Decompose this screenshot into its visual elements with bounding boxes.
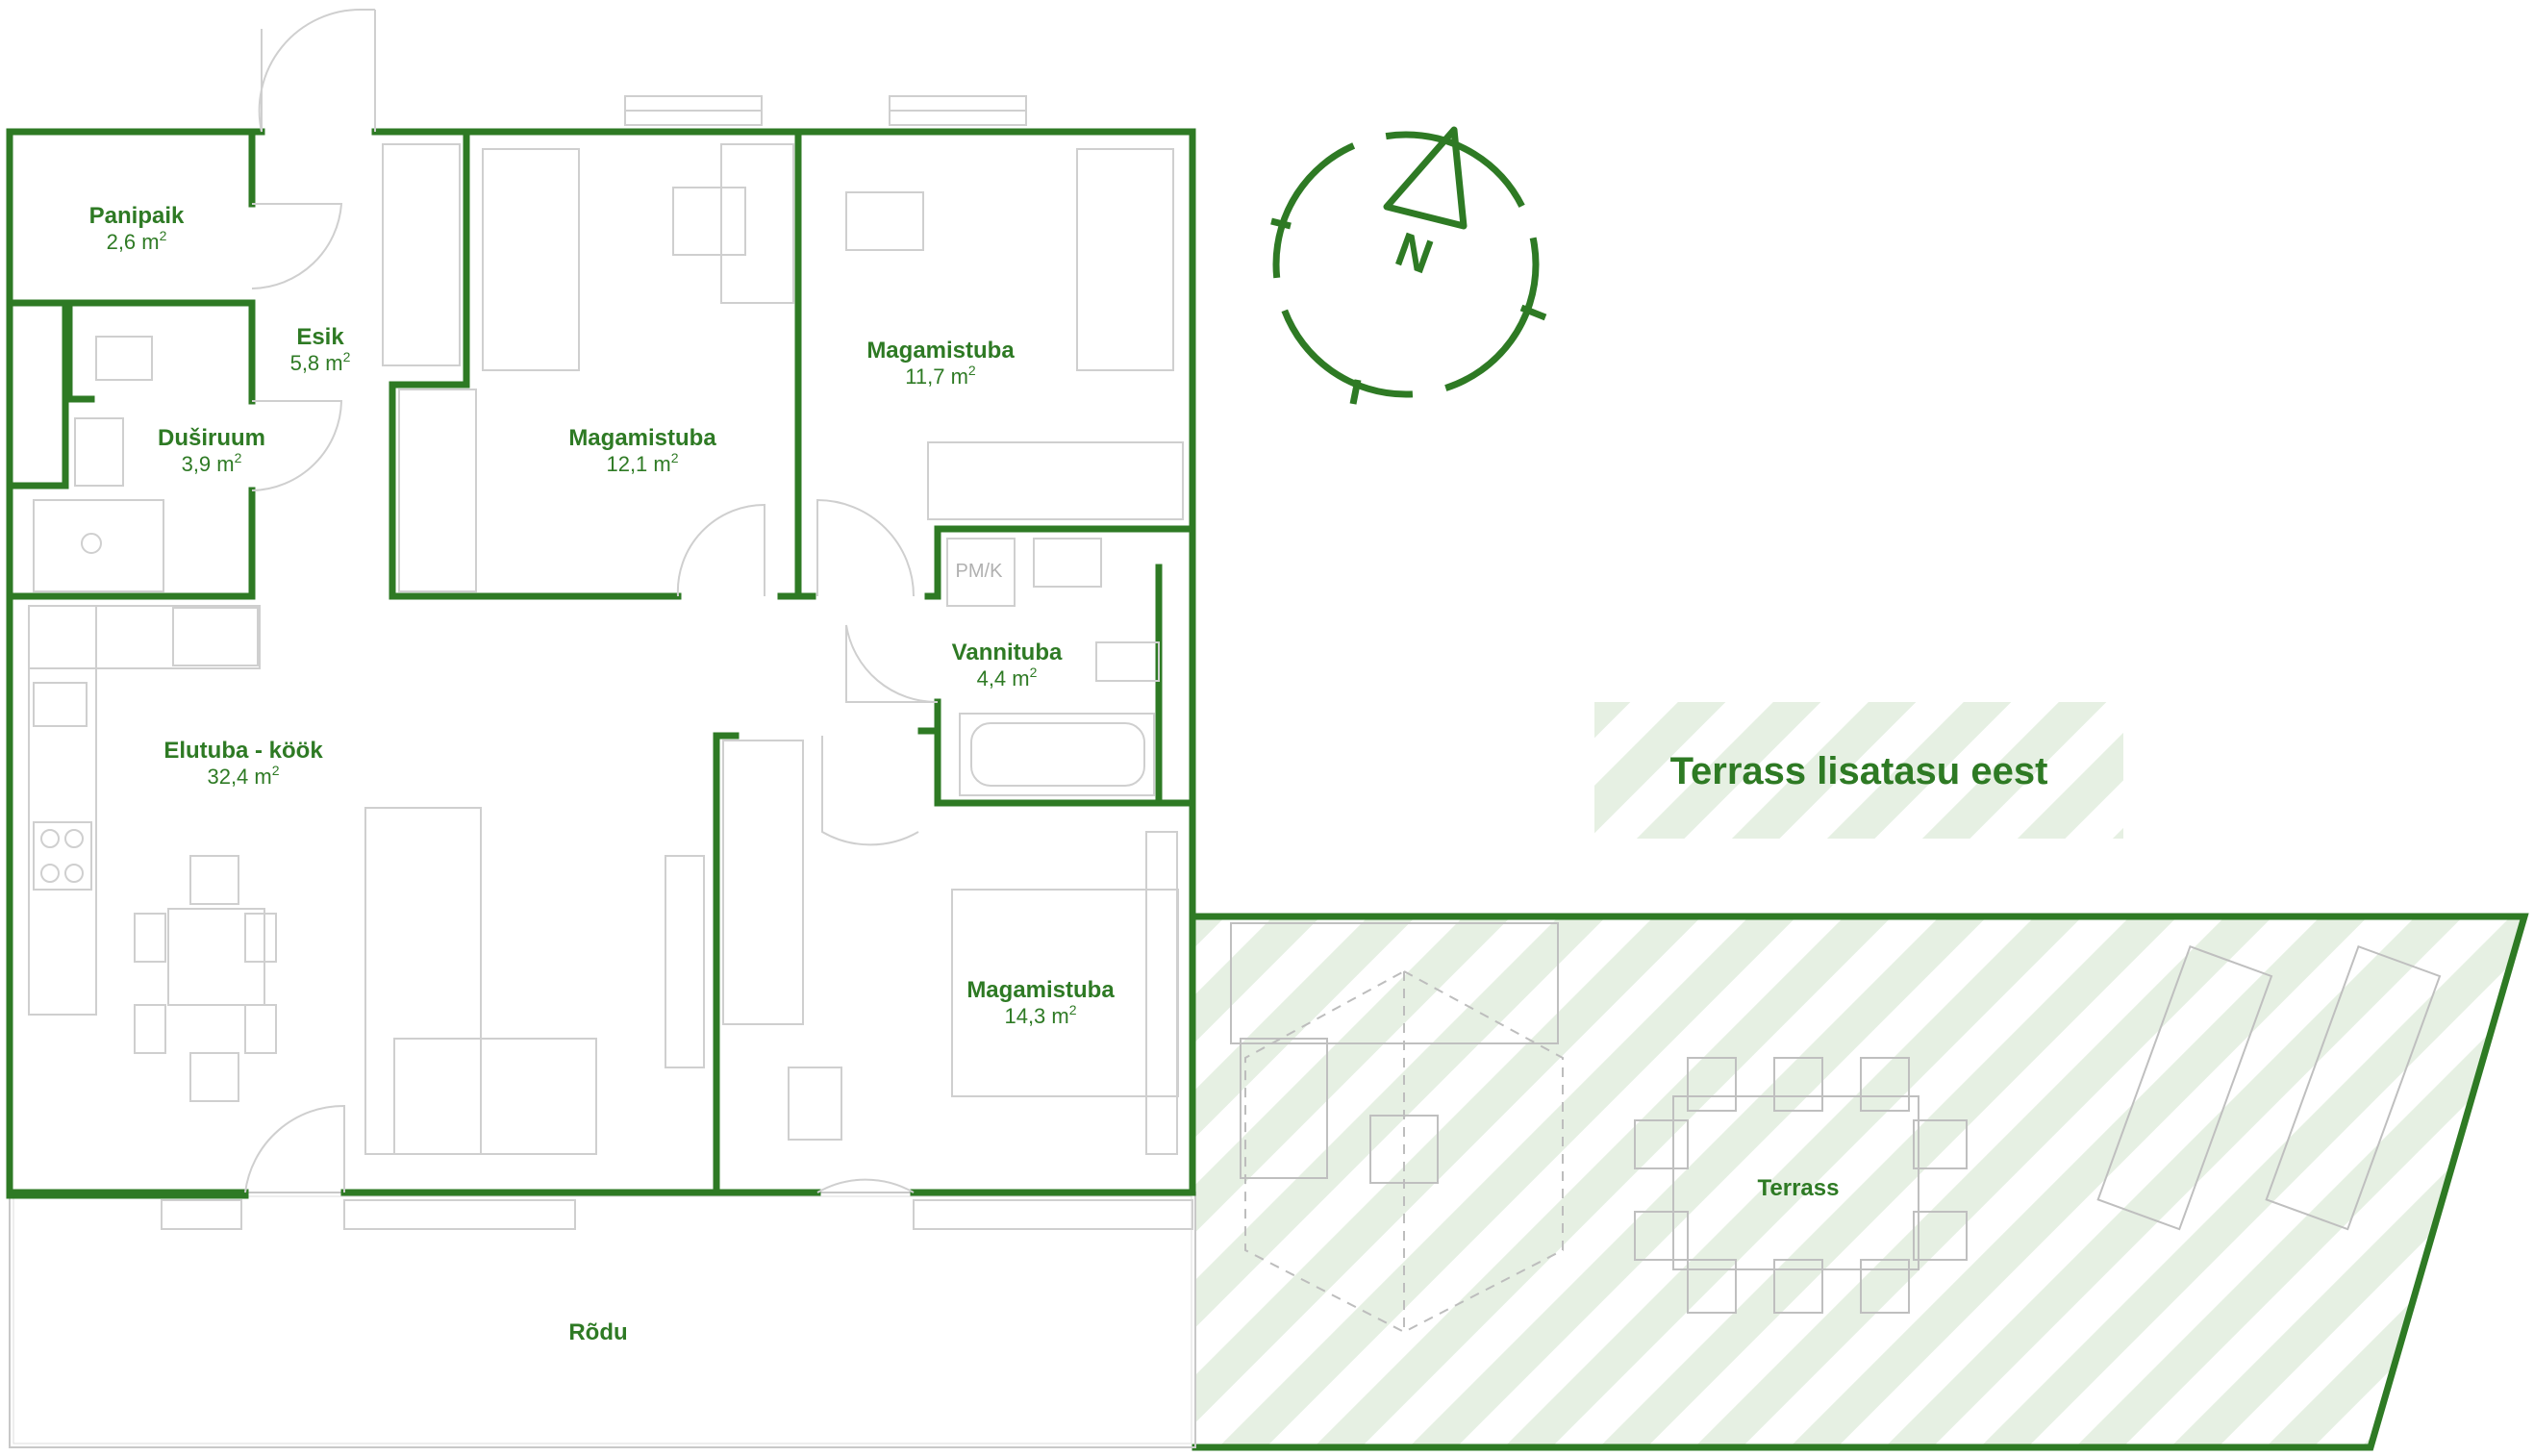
room-name-esik: Esik	[296, 324, 344, 350]
room-area-magamistuba-1: 12,1 m2	[606, 450, 678, 476]
room-name-magamistuba-1: Magamistuba	[568, 425, 716, 451]
room-name-elutuba: Elutuba - köök	[163, 738, 323, 764]
windows	[161, 95, 1193, 1230]
room-name-panipaik: Panipaik	[89, 203, 185, 229]
doors	[244, 8, 939, 1193]
room-area-dushiruum: 3,9 m2	[182, 450, 242, 476]
room-area-panipaik: 2,6 m2	[107, 228, 167, 254]
walls	[6, 128, 1196, 1199]
pmk-label: PM/K	[956, 561, 1004, 582]
room-name-terrass: Terrass	[1758, 1175, 1840, 1201]
room-name-vannituba: Vannituba	[952, 640, 1063, 665]
room-name-dushiruum: Duširuum	[158, 425, 265, 451]
room-area-vannituba: 4,4 m2	[977, 665, 1038, 690]
terrace-banner: Terrass lisatasu eest	[1594, 702, 2123, 839]
room-name-rodu: Rõdu	[568, 1319, 627, 1345]
room-area-magamistuba-3: 14,3 m2	[1004, 1002, 1076, 1028]
room-area-elutuba: 32,4 m2	[207, 763, 279, 789]
terrace-banner-text: Terrass lisatasu eest	[1670, 750, 2048, 792]
room-name-magamistuba-2: Magamistuba	[866, 338, 1015, 364]
room-labels: Panipaik 2,6 m2 Esik 5,8 m2 Duširuum 3,9…	[89, 203, 1840, 1345]
furniture: PM/K	[28, 143, 2442, 1334]
room-name-magamistuba-3: Magamistuba	[966, 977, 1115, 1003]
compass-letter: N	[1389, 222, 1440, 285]
room-area-esik: 5,8 m2	[290, 349, 351, 375]
room-area-magamistuba-2: 11,7 m2	[905, 363, 976, 389]
terrace-area	[1192, 913, 2529, 1451]
compass-icon: N	[1270, 126, 1547, 405]
